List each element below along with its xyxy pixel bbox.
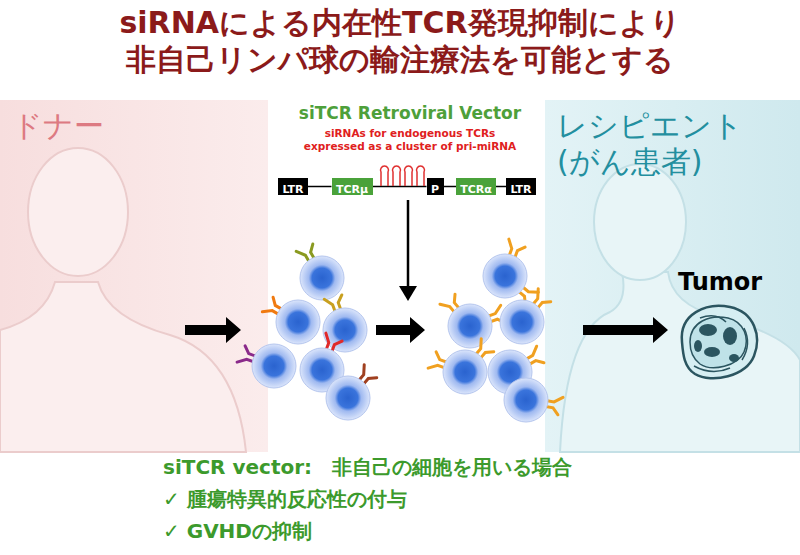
t-cell: [483, 239, 538, 306]
t-cell: [296, 242, 344, 300]
donor-ground: [0, 100, 268, 452]
hairpin-sirna: [381, 166, 425, 186]
recipient-ground: [545, 100, 800, 452]
cell-clusters: [237, 239, 563, 422]
cell-body: [500, 300, 544, 344]
node-text: Tumor: [678, 268, 762, 296]
t-cell: [326, 365, 378, 420]
vector-backbone: [496, 186, 506, 188]
donor-silhouette: [0, 148, 246, 452]
node-text: LTR: [282, 181, 303, 198]
summary-item: ✓ GVHDの抑制: [163, 518, 643, 544]
tumor-drawing: [682, 306, 757, 378]
t-cell: [500, 289, 552, 344]
tumor: Tumor: [670, 268, 770, 380]
t-cell: [428, 339, 495, 394]
vector-arrow: [399, 200, 417, 301]
cell-body: [300, 256, 344, 300]
vector-backbone: [444, 186, 457, 188]
cell-body: [276, 300, 320, 344]
flow-arrow: [376, 317, 425, 343]
recipient-region: レシピエント (がん患者) Tumor: [545, 100, 800, 452]
cell-body: [448, 304, 492, 348]
flow-arrow: [185, 317, 241, 343]
t-cell: [504, 378, 563, 422]
node-text: TCRμ: [336, 181, 368, 198]
cell-body: [323, 308, 367, 352]
cell-body: [504, 378, 548, 422]
ltr-box: LTR: [506, 178, 536, 195]
ltr-box: LTR: [278, 178, 308, 195]
vector-heading: siTCR Retroviral Vector: [280, 103, 540, 124]
t-cell: [262, 296, 320, 344]
node-text: P: [431, 181, 439, 198]
node-text: ドナー: [12, 108, 256, 144]
flow-arrow: [583, 317, 668, 343]
summary-heading: siTCR vector: 非自己の細胞を用いる場合: [163, 454, 643, 480]
cell-body: [443, 350, 487, 394]
node-text: レシピエント (がん患者): [557, 108, 788, 180]
vector-backbone: [308, 186, 332, 188]
donor-region: ドナー: [0, 100, 268, 452]
cell-body: [326, 376, 370, 420]
t-cell: [237, 344, 296, 388]
node-text: TCRα: [460, 181, 492, 198]
t-cell: [440, 293, 507, 348]
node-text: LTR: [510, 181, 531, 198]
cell-body: [252, 344, 296, 388]
gene-box: TCRμ: [332, 178, 373, 195]
summary-item: ✓ 腫瘍特異的反応性の付与: [163, 486, 643, 512]
cell-body: [483, 254, 527, 298]
recipient-silhouette: [560, 164, 800, 452]
gene-box: TCRα: [456, 178, 496, 195]
promoter-box: P: [427, 178, 444, 195]
vector-note: siRNAs for endogenous TCRs expressed as …: [300, 127, 520, 153]
title-text: siRNAによる内在性TCR発現抑制により 非自己リンパ球の輸注療法を可能とする: [0, 4, 800, 78]
